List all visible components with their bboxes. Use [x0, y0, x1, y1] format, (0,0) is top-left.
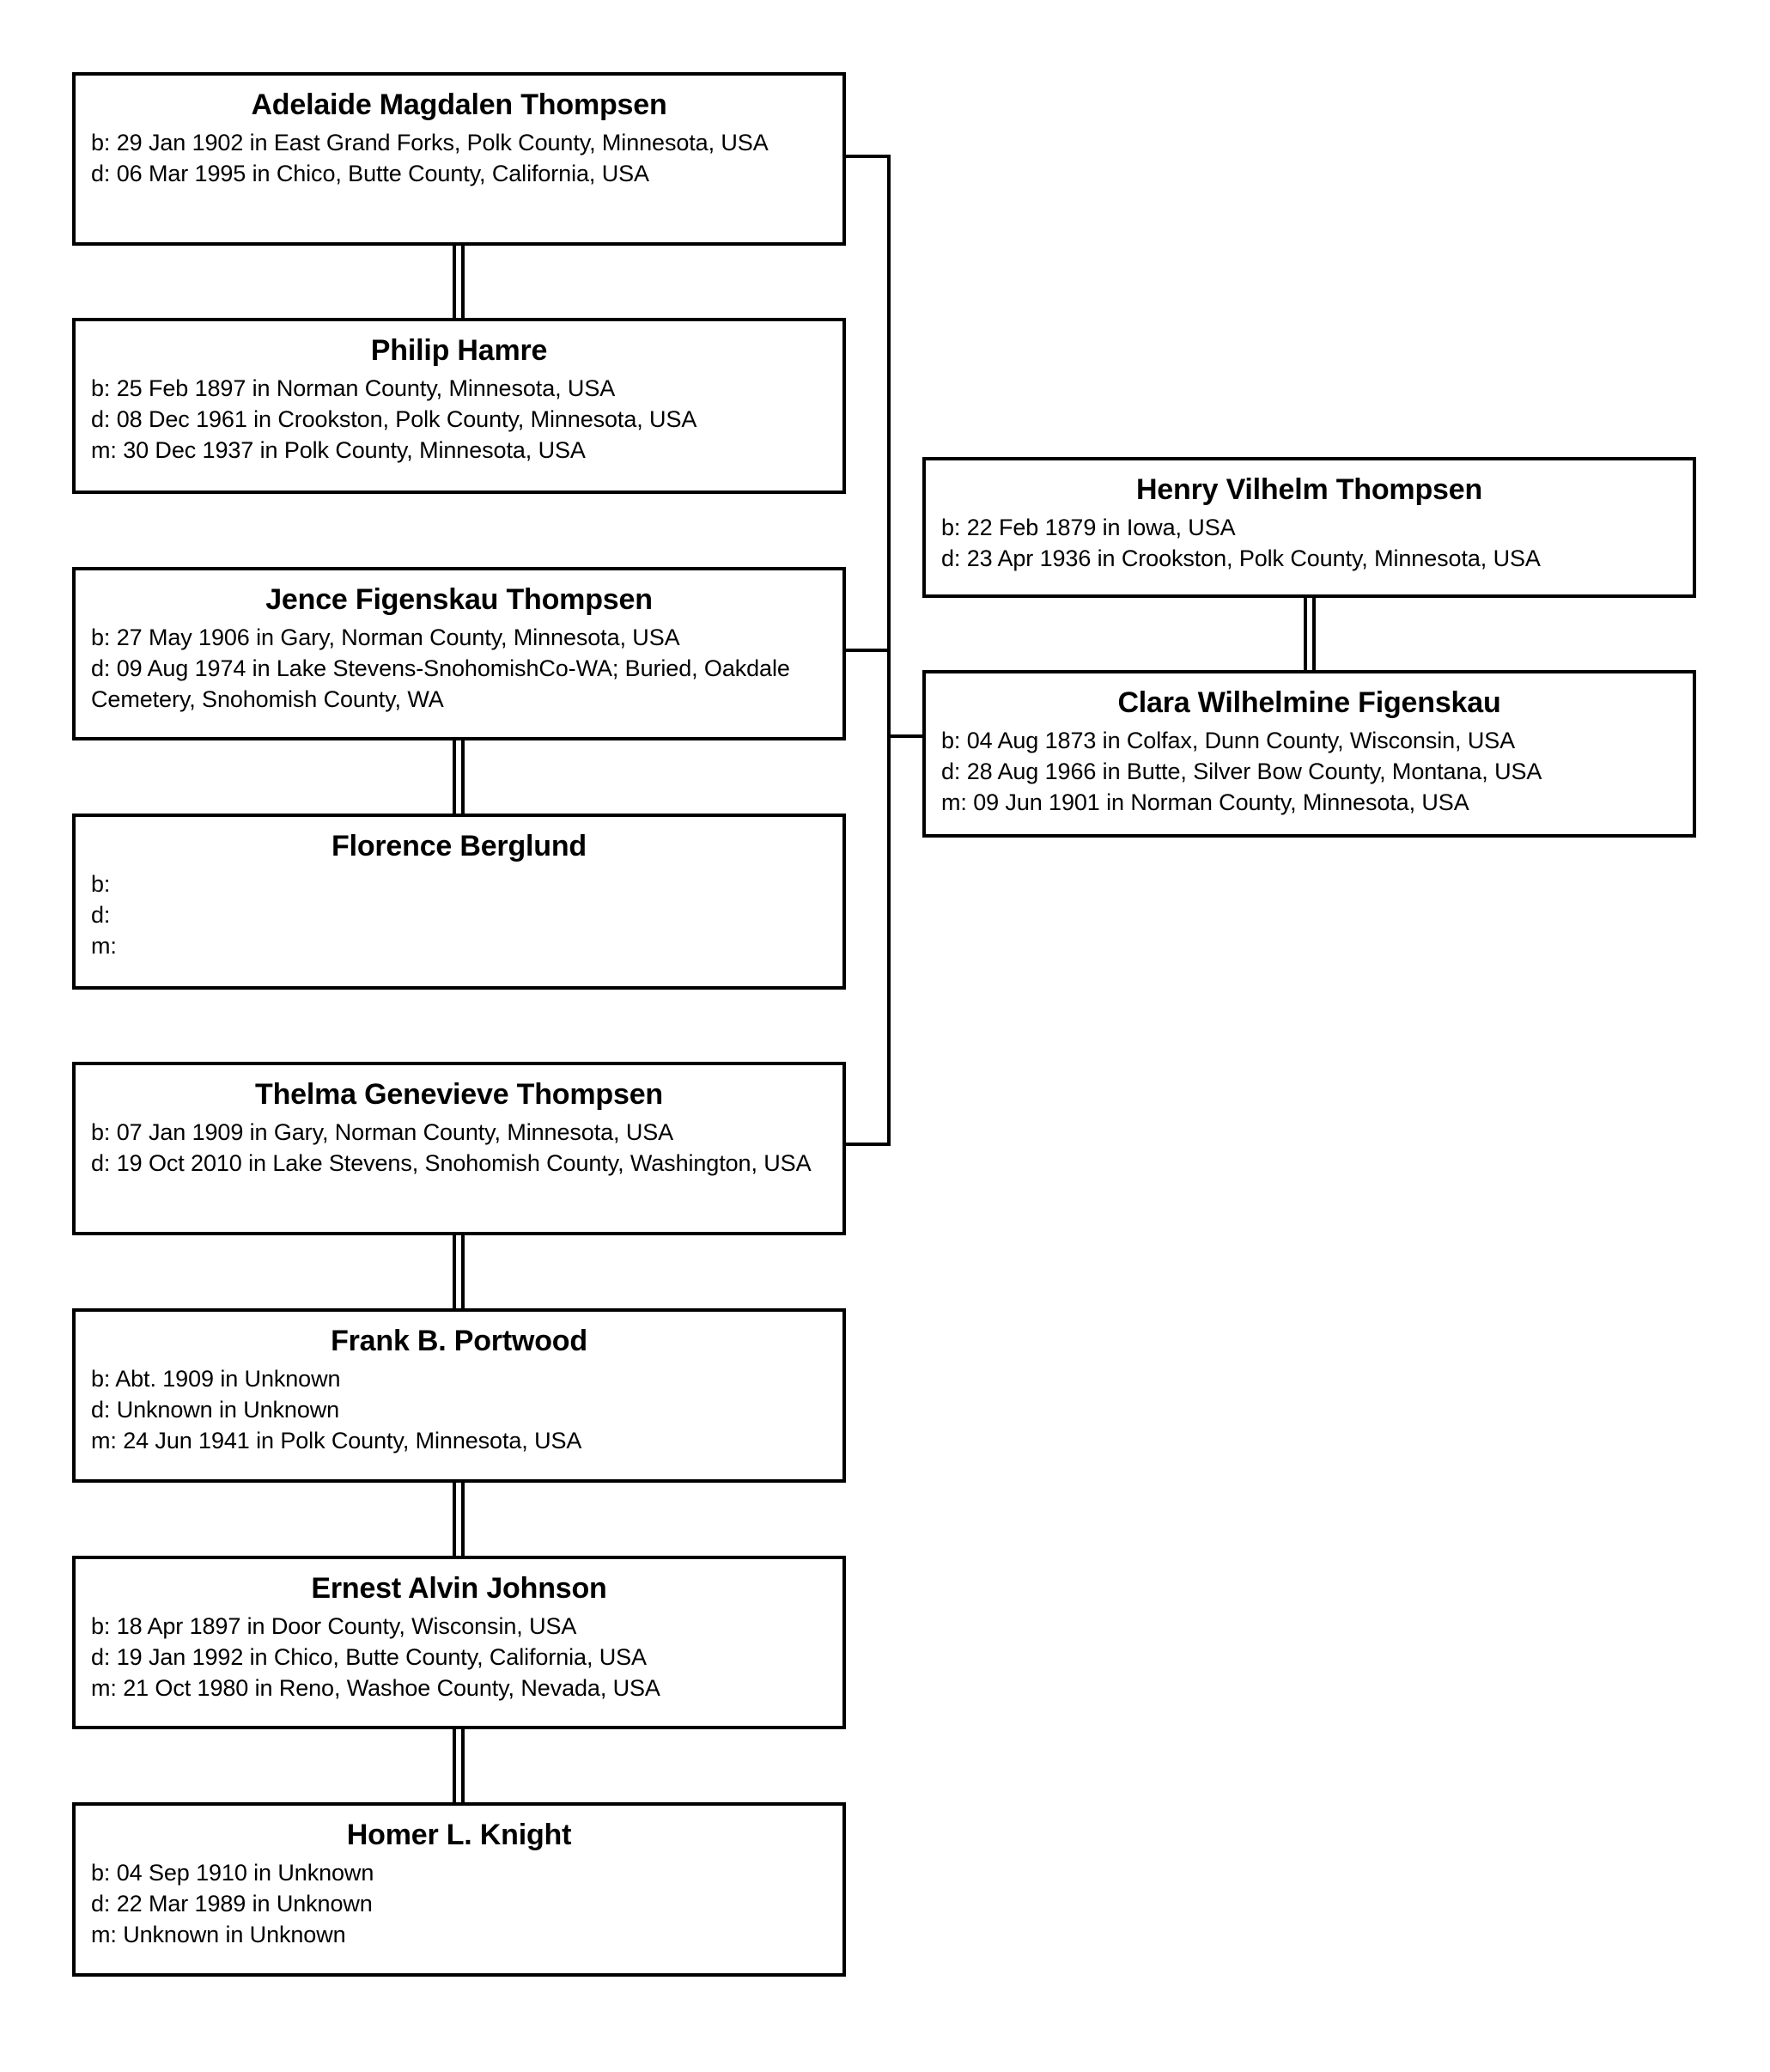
person-death: d: 23 Apr 1936 in Crookston, Polk County… — [941, 545, 1541, 572]
person-name: Ernest Alvin Johnson — [311, 1572, 607, 1605]
person-box-clara[interactable]: Clara Wilhelmine Figenskau b: 04 Aug 187… — [922, 670, 1696, 838]
person-name: Thelma Genevieve Thompsen — [255, 1078, 663, 1111]
person-name: Frank B. Portwood — [331, 1325, 587, 1357]
spouse-link-ernest-homer — [453, 1729, 465, 1802]
person-death: d: 22 Mar 1989 in Unknown — [91, 1891, 373, 1917]
spouse-link-henry-clara — [1304, 597, 1316, 670]
person-marriage: m: 30 Dec 1937 in Polk County, Minnesota… — [91, 437, 586, 464]
person-birth: b: 29 Jan 1902 in East Grand Forks, Polk… — [91, 130, 769, 156]
person-name: Florence Berglund — [331, 830, 587, 862]
person-birth: b: 04 Sep 1910 in Unknown — [91, 1860, 374, 1886]
spouse-link-jence-florence — [453, 740, 465, 814]
person-death: d: 06 Mar 1995 in Chico, Butte County, C… — [91, 161, 649, 187]
person-box-homer[interactable]: Homer L. Knight b: 04 Sep 1910 in Unknow… — [72, 1802, 846, 1977]
person-box-jence[interactable]: Jence Figenskau Thompsen b: 27 May 1906 … — [72, 567, 846, 740]
sibling-spine — [887, 155, 891, 1146]
person-box-philip[interactable]: Philip Hamre b: 25 Feb 1897 in Norman Co… — [72, 318, 846, 494]
person-death: d: 19 Jan 1992 in Chico, Butte County, C… — [91, 1644, 647, 1671]
person-birth: b: Abt. 1909 in Unknown — [91, 1366, 341, 1393]
person-box-adelaide[interactable]: Adelaide Magdalen Thompsen b: 29 Jan 190… — [72, 72, 846, 246]
person-death: d: 08 Dec 1961 in Crookston, Polk County… — [91, 406, 697, 433]
spouse-link-frank-ernest — [453, 1483, 465, 1556]
person-death: d: — [91, 902, 111, 929]
person-name: Henry Vilhelm Thompsen — [1135, 473, 1483, 506]
person-marriage: m: 21 Oct 1980 in Reno, Washoe County, N… — [91, 1675, 660, 1702]
person-birth: b: 22 Feb 1879 in Iowa, USA — [941, 515, 1236, 541]
connector-adelaide-to-spine — [846, 155, 891, 158]
person-box-thelma[interactable]: Thelma Genevieve Thompsen b: 07 Jan 1909… — [72, 1062, 846, 1235]
person-name: Clara Wilhelmine Figenskau — [1117, 686, 1501, 719]
person-birth: b: — [91, 871, 111, 898]
person-name: Jence Figenskau Thompsen — [265, 583, 653, 616]
person-name: Adelaide Magdalen Thompsen — [251, 88, 667, 121]
connector-spine-to-parents — [887, 734, 926, 738]
person-name: Philip Hamre — [370, 334, 548, 367]
person-birth: b: 04 Aug 1873 in Colfax, Dunn County, W… — [941, 728, 1516, 754]
connector-jence-to-spine — [846, 649, 891, 652]
person-death: d: 09 Aug 1974 in Lake Stevens-Snohomish… — [91, 655, 797, 713]
person-marriage: m: — [91, 933, 117, 960]
person-birth: b: 07 Jan 1909 in Gary, Norman County, M… — [91, 1119, 674, 1146]
person-marriage: m: 09 Jun 1901 in Norman County, Minneso… — [941, 789, 1469, 816]
person-birth: b: 27 May 1906 in Gary, Norman County, M… — [91, 625, 680, 651]
person-box-ernest[interactable]: Ernest Alvin Johnson b: 18 Apr 1897 in D… — [72, 1556, 846, 1729]
person-marriage: m: Unknown in Unknown — [91, 1922, 346, 1948]
person-box-florence[interactable]: Florence Berglund b: d: m: — [72, 814, 846, 990]
person-marriage: m: 24 Jun 1941 in Polk County, Minnesota… — [91, 1428, 582, 1454]
person-death: d: Unknown in Unknown — [91, 1397, 340, 1423]
person-box-henry[interactable]: Henry Vilhelm Thompsen b: 22 Feb 1879 in… — [922, 457, 1696, 598]
spouse-link-thelma-frank — [453, 1235, 465, 1308]
person-death: d: 19 Oct 2010 in Lake Stevens, Snohomis… — [91, 1150, 812, 1177]
spouse-link-adelaide-philip — [453, 245, 465, 318]
person-birth: b: 25 Feb 1897 in Norman County, Minneso… — [91, 375, 616, 402]
person-box-frank[interactable]: Frank B. Portwood b: Abt. 1909 in Unknow… — [72, 1308, 846, 1483]
person-name: Homer L. Knight — [346, 1819, 572, 1851]
person-death: d: 28 Aug 1966 in Butte, Silver Bow Coun… — [941, 759, 1542, 785]
person-birth: b: 18 Apr 1897 in Door County, Wisconsin… — [91, 1613, 577, 1640]
connector-thelma-to-spine — [846, 1143, 891, 1146]
